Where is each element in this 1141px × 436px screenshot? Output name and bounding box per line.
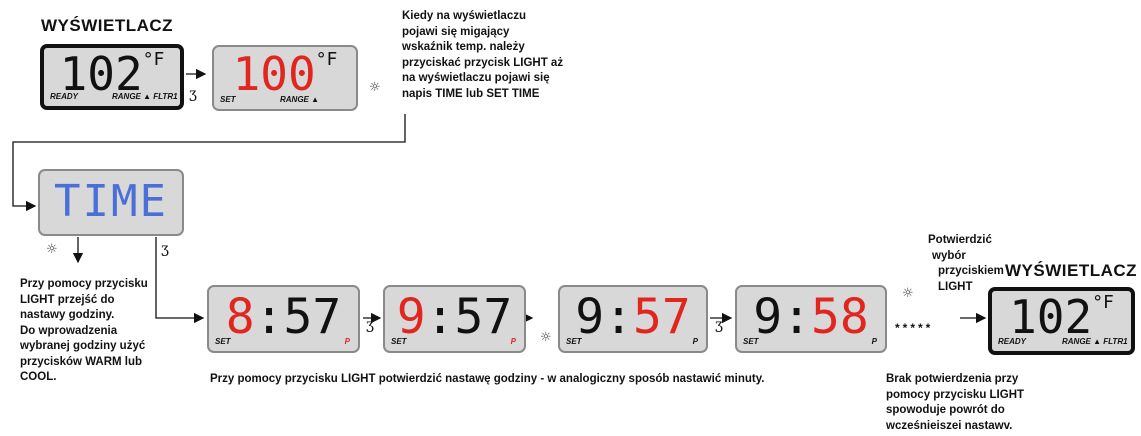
lcd-main-value: 102 [1009,290,1093,344]
lcd-tag-p: P [510,337,516,346]
warm-cool-key-icon: ʒ [161,241,169,257]
note-line: Przy pomocy przycisku [20,278,148,290]
note-line: przyciskiem [938,265,1004,277]
warm-cool-key-icon: ʒ [366,317,374,333]
lcd-tag-range: RANGE ▲ [280,95,320,104]
note-line: Kiedy na wyświetlaczu [402,10,526,22]
note-top-right: Kiedy na wyświetlaczu pojawi się migając… [402,9,602,102]
lcd-hour: 8 [225,289,255,345]
display-title-right: WYŚWIETLACZ [1005,261,1138,280]
lcd-tag-range: RANGE ▲ FLTR1 [112,92,178,101]
lcd-display-time-4: 9:58 SET P [735,285,887,353]
lcd-min: 57 [633,289,691,345]
note-line: Potwierdzić [928,234,992,246]
lcd-sep: : [254,289,284,345]
lcd-hour: 9 [575,289,605,345]
lcd-tag-set: SET [743,337,759,346]
lcd-tag-p: P [871,337,877,346]
note-line: Brak potwierdzenia przy [886,373,1019,385]
note-line: napis TIME lub SET TIME [402,87,540,100]
note-line: spowoduje powrót do [886,404,1005,416]
lcd-tag-ready: READY [50,92,79,101]
lcd-tag-set: SET [220,95,236,104]
light-icon: ☼ [369,80,381,95]
lcd-main-value: 100 [232,47,316,101]
light-icon: ☼ [540,330,552,345]
lcd-main-value: 102 [59,47,143,101]
lcd-display-time: TIME [38,169,184,236]
note-line: COOL. [20,371,57,383]
lcd-hour: 9 [753,289,783,345]
light-icon: ☼ [902,286,914,301]
lcd-min: 58 [811,289,869,345]
lcd-tag-ready: READY [998,337,1027,346]
warm-cool-key-icon: ʒ [189,86,197,102]
note-line: Do wprowadzenia [20,324,118,337]
lcd-display-time-1: 8:57 SET P [207,285,360,353]
lcd-display-final: 102°F READY RANGE ▲ FLTR1 [988,287,1135,355]
lcd-tag-set: SET [215,337,231,346]
note-left: Przy pomocy przycisku LIGHT przejść do n… [20,277,170,386]
note-line: wybór [932,249,966,262]
lcd-hour: 9 [396,289,426,345]
lcd-unit: °F [142,49,165,70]
lcd-display-time-2: 9:57 SET P [383,285,526,353]
lcd-main-value: TIME [54,176,168,227]
note-line: przycisków WARM lub [20,355,143,368]
lcd-display-set-temp: 100°F SET RANGE ▲ [212,45,358,111]
lcd-tag-range: RANGE ▲ FLTR1 [1062,337,1128,346]
lcd-sep: : [604,289,633,345]
note-confirm: Potwierdzić wybór przyciskiem LIGHT [928,233,1008,295]
lcd-min: 57 [454,289,513,345]
lcd-tag-set: SET [391,337,407,346]
lcd-min: 57 [283,289,342,345]
note-line: nastawy godziny. [20,309,115,321]
note-line: pojawi się migający [402,25,510,38]
lcd-unit: °F [315,49,338,70]
note-line: wskaźnik temp. należy [402,41,525,53]
lcd-tag-p: P [344,337,350,346]
note-line: LIGHT [938,280,973,293]
note-line: na wyświetlaczu pojawi się [402,72,550,84]
display-title: WYŚWIETLACZ [41,16,174,35]
warm-cool-key-icon: ʒ [715,317,723,333]
note-line: wybranej godziny użyć [20,340,146,352]
note-bottom: Przy pomocy przycisku LIGHT potwierdzić … [210,373,765,385]
no-confirm-stars: ***** [895,321,934,335]
lcd-sep: : [425,289,455,345]
lcd-tag-p: P [692,337,698,346]
lcd-display-current: 102°F READY RANGE ▲ FLTR1 [40,44,184,110]
note-line: przyciskać przycisk LIGHT aż [402,56,564,69]
lcd-tag-set: SET [566,337,582,346]
lcd-display-time-3: 9:57 SET P [558,285,708,353]
lcd-sep: : [782,289,811,345]
lcd-unit: °F [1092,292,1114,313]
arrow-to-time [12,114,406,212]
note-line: LIGHT przejść do [20,293,115,306]
arrow-time-to-t1 [155,237,205,324]
note-no-confirm: Brak potwierdzenia przy pomocy przycisku… [886,372,1086,434]
note-line: pomocy przycisku LIGHT [886,388,1025,401]
note-line: wcześnieiszei nastawv. [886,419,1013,432]
light-icon: ☼ [46,242,58,257]
